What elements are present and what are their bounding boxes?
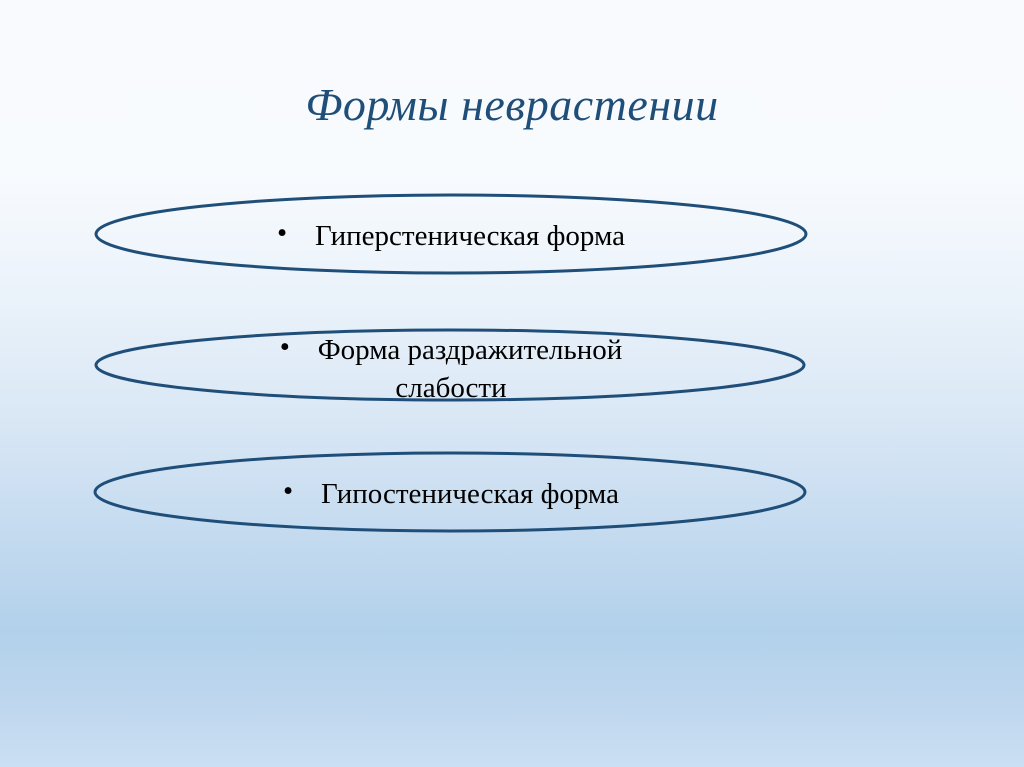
item-label-line-2: слабости	[395, 372, 507, 404]
ellipse-3	[93, 451, 807, 533]
ellipse-2	[94, 328, 806, 402]
item-label: Гиперстеническая форма	[314, 220, 626, 252]
bullet-icon: •	[276, 217, 288, 249]
item-label-line-1: Форма раздражительной	[317, 334, 623, 366]
bullet-icon: •	[279, 331, 290, 363]
list-item-hyposthenic: • Гипостеническая форма	[96, 474, 806, 514]
slide-title: Формы неврастении	[305, 79, 719, 130]
item-label: Гипостеническая форма	[321, 478, 619, 510]
ellipse-1	[94, 193, 808, 275]
bullet-icon: •	[283, 475, 294, 507]
list-item-irritable-weakness: • Форма раздражительной слабости	[96, 330, 806, 408]
list-item-hypersthenic: • Гиперстеническая форма	[96, 216, 806, 256]
